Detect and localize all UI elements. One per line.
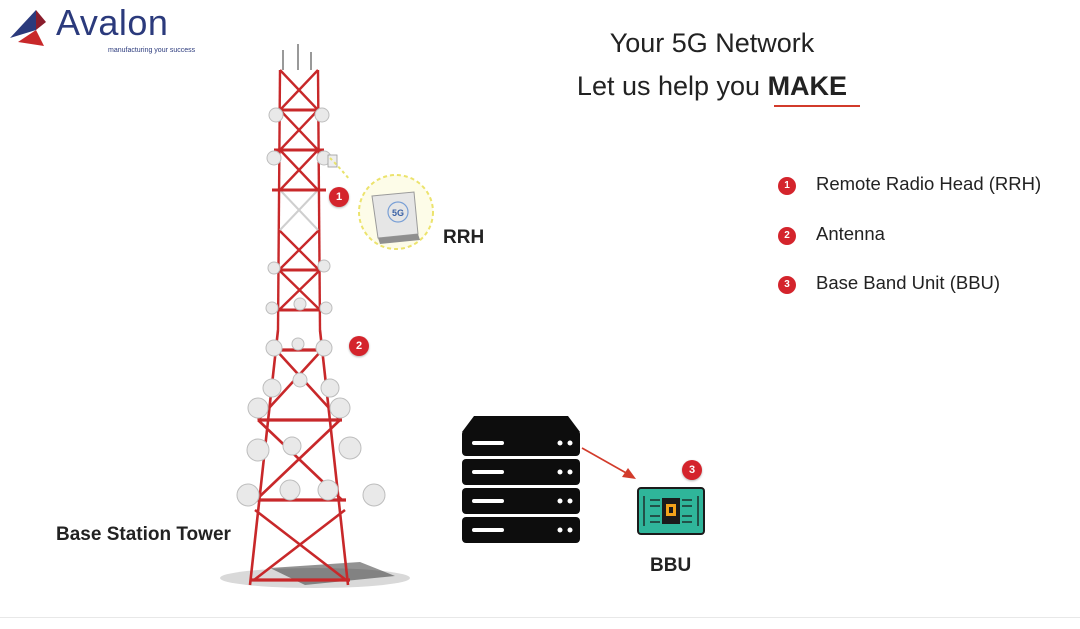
- bbu-label: BBU: [650, 555, 692, 576]
- legend-label: Base Band Unit (BBU): [816, 272, 1001, 293]
- avalon-logo: Avalon manufacturing your success: [8, 2, 198, 54]
- legend-badge: 2: [778, 227, 796, 245]
- server-rack-icon: [462, 416, 580, 543]
- badge-antenna: 2: [349, 336, 369, 356]
- logo-tagline: manufacturing your success: [108, 47, 196, 54]
- rrh-label: RRH: [443, 227, 485, 248]
- avalon-logo-mark-icon: [10, 10, 46, 46]
- badge-bbu: 3: [682, 460, 702, 480]
- headline-line-2: Let us help you MAKE: [560, 71, 864, 102]
- headline-emphasis: MAKE: [767, 71, 848, 101]
- rrh-5g-text: 5G: [392, 208, 404, 218]
- legend-badge: 3: [778, 276, 796, 294]
- legend-badge: 1: [778, 177, 796, 195]
- rrh-callout: 5G: [329, 157, 434, 250]
- arrow-icon: [581, 447, 636, 479]
- headline-underline: [774, 105, 860, 107]
- legend-label: Remote Radio Head (RRH): [816, 173, 1042, 194]
- bottom-divider: [0, 617, 1080, 618]
- rrh-unit-icon: 5G: [371, 191, 420, 244]
- headline-line-1: Your 5G Network: [609, 28, 815, 58]
- bbu-board-icon: [637, 487, 705, 535]
- logo-wordmark: Avalon: [56, 2, 169, 43]
- headline-prefix: Let us help you: [576, 71, 768, 101]
- base-station-tower-icon: [220, 44, 410, 588]
- badge-rrh: 1: [329, 187, 349, 207]
- tower-label: Base Station Tower: [56, 524, 231, 545]
- legend-label: Antenna: [816, 223, 885, 244]
